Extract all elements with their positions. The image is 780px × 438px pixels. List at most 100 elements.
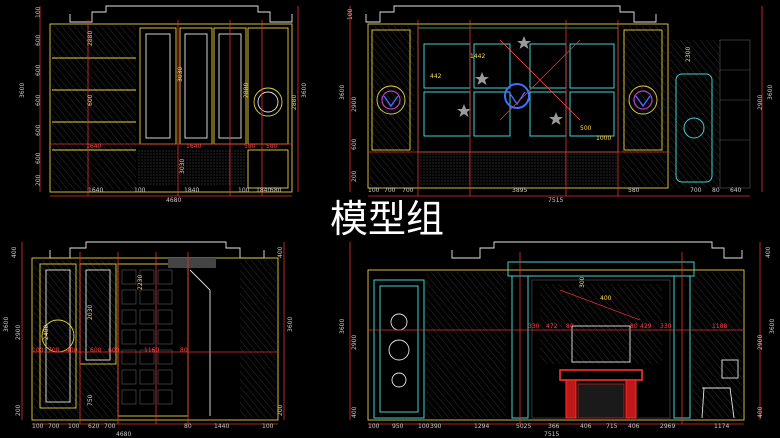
right-dimensions: 400 3600 200 — [277, 246, 294, 416]
svg-text:100: 100 — [368, 423, 380, 430]
svg-text:580: 580 — [244, 143, 256, 150]
elevation-bottom-right: 3600 2900 400 400 3600 2900 400 300 400 … — [339, 241, 776, 438]
dimension-lines — [349, 242, 761, 425]
svg-text:600: 600 — [35, 124, 42, 136]
svg-text:3600: 3600 — [287, 317, 294, 332]
svg-text:200: 200 — [15, 404, 22, 416]
svg-text:1640: 1640 — [88, 187, 103, 194]
svg-text:200: 200 — [277, 404, 284, 416]
svg-text:100: 100 — [238, 187, 250, 194]
svg-text:700: 700 — [48, 347, 60, 354]
svg-text:500: 500 — [580, 125, 592, 132]
hatched-panel-left — [52, 26, 136, 190]
svg-text:472: 472 — [546, 323, 558, 330]
svg-text:620: 620 — [88, 423, 100, 430]
side-wall-line — [189, 269, 211, 416]
door-panel-4 — [247, 27, 289, 145]
svg-text:700: 700 — [402, 187, 414, 194]
svg-text:3600: 3600 — [339, 85, 346, 100]
svg-text:2880: 2880 — [87, 31, 94, 46]
svg-text:406: 406 — [628, 423, 640, 430]
svg-text:3600: 3600 — [767, 85, 774, 100]
cornice-outline — [365, 5, 657, 23]
svg-text:100: 100 — [418, 423, 430, 430]
svg-text:330: 330 — [528, 323, 540, 330]
svg-text:2230: 2230 — [137, 275, 144, 290]
watermark-text: 模型组 — [330, 197, 444, 241]
svg-text:700: 700 — [48, 423, 60, 430]
svg-text:700: 700 — [384, 187, 396, 194]
svg-text:715: 715 — [606, 423, 618, 430]
dimension-lines — [21, 242, 285, 425]
svg-text:600: 600 — [35, 64, 42, 76]
svg-text:7515: 7515 — [544, 431, 559, 438]
wall-outline — [49, 23, 293, 193]
svg-text:1188: 1188 — [712, 323, 727, 330]
svg-text:400: 400 — [277, 246, 284, 258]
svg-text:400: 400 — [765, 246, 772, 258]
left-dimensions: 400 3600 2900 200 — [3, 246, 22, 416]
svg-text:2900: 2900 — [757, 335, 764, 350]
svg-text:600: 600 — [35, 34, 42, 46]
svg-text:600: 600 — [90, 347, 102, 354]
svg-text:400: 400 — [66, 347, 78, 354]
svg-text:4680: 4680 — [116, 431, 131, 438]
svg-text:1440: 1440 — [214, 423, 229, 430]
svg-text:400: 400 — [600, 295, 612, 302]
inner-dimensions: 300 400 330 472 80 80 429 330 1188 — [528, 276, 727, 330]
svg-text:3895: 3895 — [512, 187, 527, 194]
svg-text:2900: 2900 — [351, 97, 358, 112]
wall-outline — [367, 269, 745, 421]
inner-dimensions: 442 1442 500 1000 2300 — [430, 47, 692, 142]
svg-text:640: 640 — [730, 187, 742, 194]
svg-text:1640: 1640 — [86, 143, 101, 150]
svg-text:2480: 2480 — [43, 325, 50, 340]
svg-text:1174: 1174 — [714, 423, 729, 430]
side-table — [701, 387, 735, 419]
svg-text:400: 400 — [757, 406, 764, 418]
left-dimensions: 3600 600 600 600 600 600 200 100 — [19, 6, 42, 186]
inner-dimensions: 2480 2030 2230 100 700 400 600 600 1160 … — [32, 275, 188, 406]
cornice-outline — [451, 241, 743, 259]
svg-text:750: 750 — [87, 394, 94, 406]
svg-text:100: 100 — [134, 187, 146, 194]
svg-text:80: 80 — [630, 323, 638, 330]
svg-text:2900: 2900 — [757, 95, 764, 110]
svg-text:3600: 3600 — [769, 319, 776, 334]
svg-text:366: 366 — [548, 423, 560, 430]
dotted-base — [138, 150, 246, 186]
central-grid — [423, 43, 615, 137]
central-wall — [417, 27, 619, 153]
fireplace-mantel — [559, 369, 643, 381]
cornice-outline — [49, 241, 265, 259]
svg-text:2900: 2900 — [351, 335, 358, 350]
door-panel-1 — [139, 27, 177, 145]
elevation-top-right: 100 3600 2900 600 200 3600 2900 442 1442… — [339, 5, 774, 204]
svg-text:1442: 1442 — [470, 53, 485, 60]
wall-outline — [31, 257, 279, 421]
dimension-lines — [39, 6, 299, 197]
svg-text:4680: 4680 — [166, 197, 181, 204]
right-dimensions: 3600 2880 — [291, 83, 308, 110]
elevation-top-left: 3600 600 600 600 600 600 200 100 3600 28… — [19, 5, 308, 204]
bottom-dimensions: 100 950 100 390 1294 5025 366 406 715 40… — [368, 423, 729, 438]
svg-text:80: 80 — [184, 423, 192, 430]
svg-text:1000: 1000 — [596, 135, 611, 142]
mantel-header — [507, 261, 695, 277]
cornice-outline — [69, 5, 293, 23]
right-dimensions: 400 3600 2900 400 — [757, 246, 776, 418]
dimension-lines — [349, 6, 763, 197]
svg-text:3600: 3600 — [301, 83, 308, 98]
ceiling-beam — [168, 258, 216, 268]
svg-text:700: 700 — [690, 187, 702, 194]
svg-text:3600: 3600 — [19, 83, 26, 98]
svg-text:580: 580 — [270, 187, 282, 194]
firebox — [577, 383, 625, 419]
svg-text:200: 200 — [351, 170, 358, 182]
svg-text:80: 80 — [180, 347, 188, 354]
side-panel-left — [371, 29, 411, 151]
svg-text:100: 100 — [32, 423, 44, 430]
svg-text:600: 600 — [87, 94, 94, 106]
left-dimensions: 3600 2900 400 — [339, 319, 358, 418]
wall-outline — [367, 23, 669, 189]
